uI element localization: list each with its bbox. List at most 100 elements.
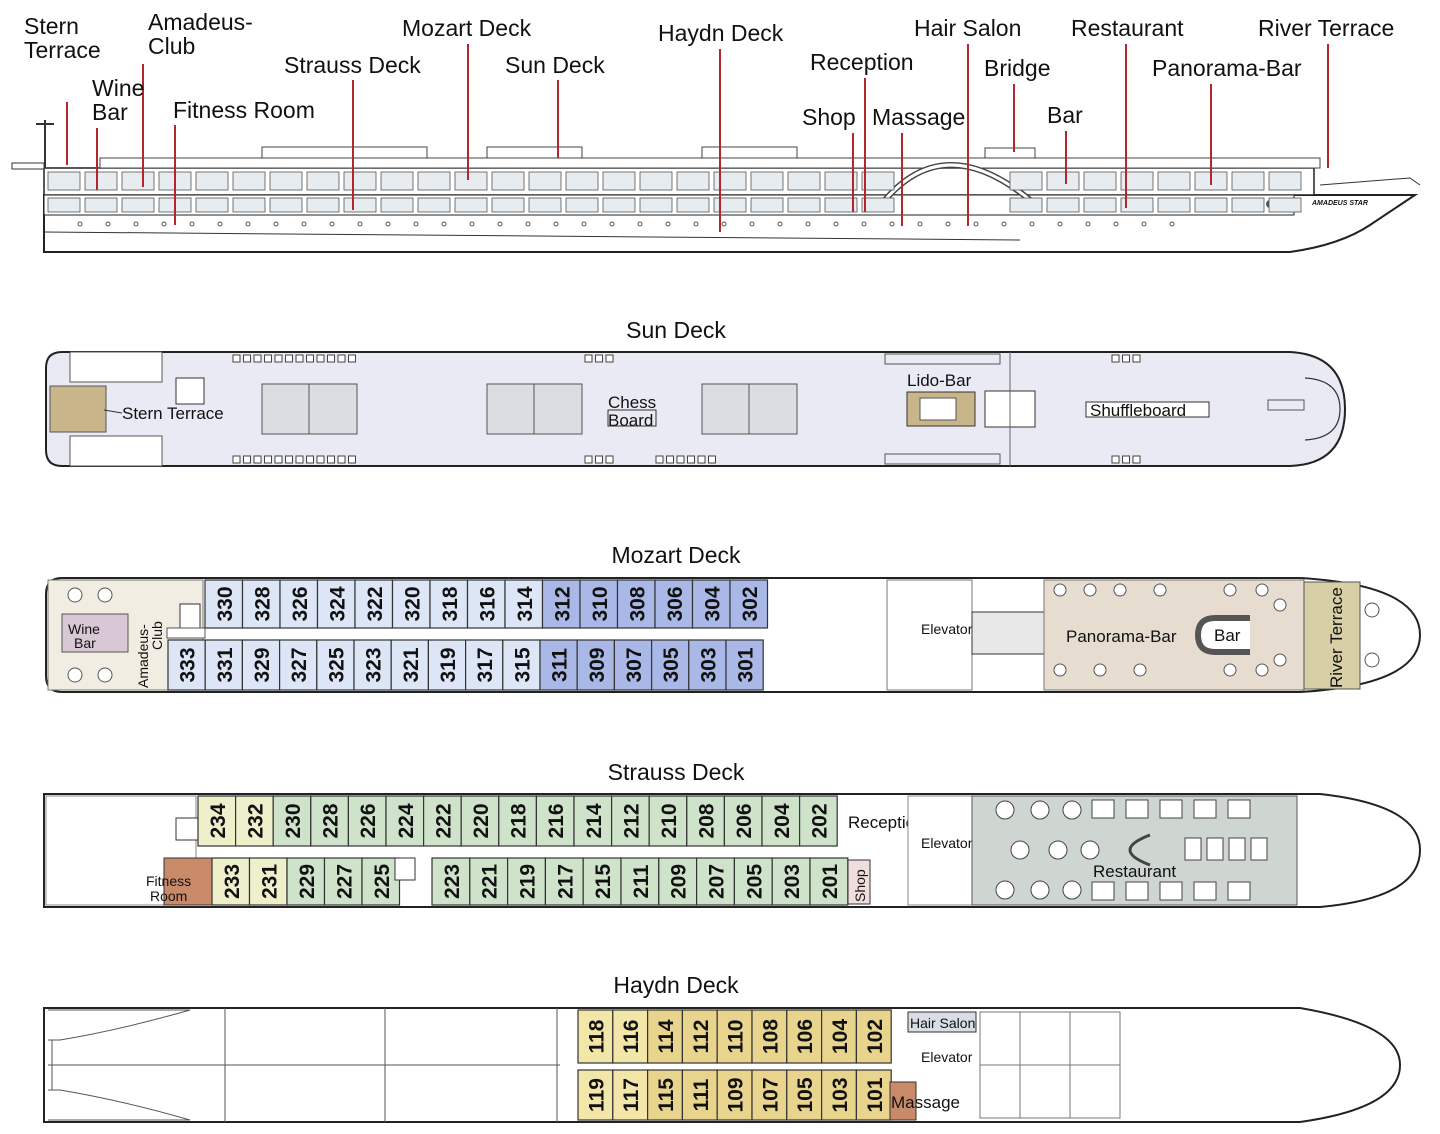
strauss-cabin-219[interactable] (507, 857, 547, 906)
cabin-number-301: 301 (735, 647, 758, 682)
sun-lounger-chair (306, 455, 314, 464)
haydn-cabin-109[interactable] (716, 1069, 753, 1121)
haydn-cabin-104[interactable] (820, 1009, 857, 1064)
side-porthole (973, 221, 979, 227)
cabin-number-302: 302 (739, 586, 762, 621)
haydn-cabin-108[interactable] (751, 1009, 788, 1064)
strauss-cabin-229[interactable] (286, 857, 326, 906)
cabin-number-232: 232 (244, 803, 267, 838)
haydn-cabin-118[interactable] (577, 1009, 614, 1064)
side-porthole (1029, 221, 1035, 227)
river-terrace-label: River Terrace (1327, 587, 1346, 688)
mozart-cabin-310[interactable] (579, 579, 619, 629)
mozart-cabin-312[interactable] (541, 579, 581, 629)
side-porthole (245, 221, 251, 227)
mozart-cabin-321[interactable] (390, 639, 430, 691)
strauss-cabin-211[interactable] (620, 857, 660, 906)
mozart-cabin-305[interactable] (650, 639, 690, 691)
strauss-cabin-208[interactable] (686, 795, 725, 847)
cabin-number-202: 202 (808, 803, 831, 838)
mozart-cabin-307[interactable] (613, 639, 653, 691)
haydn-cabin-107[interactable] (751, 1069, 788, 1121)
haydn-cabin-119[interactable] (577, 1069, 614, 1121)
mozart-cabin-318[interactable] (429, 579, 469, 629)
strauss-cabin-206[interactable] (723, 795, 763, 847)
mozart-cabin-323[interactable] (353, 639, 392, 691)
strauss-cabin-215[interactable] (582, 857, 622, 906)
restaurant-table (1159, 799, 1183, 819)
mozart-cabin-330[interactable] (204, 579, 244, 629)
restaurant-table (1206, 837, 1224, 861)
cabin-number-221: 221 (479, 864, 502, 899)
strauss-cabin-205[interactable] (733, 857, 773, 906)
haydn-cabin-101[interactable] (855, 1069, 892, 1121)
strauss-cabin-212[interactable] (610, 795, 650, 847)
haydn-cabin-116[interactable] (612, 1009, 649, 1064)
mozart-cabin-319[interactable] (427, 639, 467, 691)
cabin-number-327: 327 (288, 647, 311, 682)
lounge-chair (1273, 598, 1287, 612)
strauss-cabin-209[interactable] (658, 857, 698, 906)
cabin-number-108: 108 (759, 1019, 782, 1054)
cabin-number-201: 201 (819, 864, 842, 899)
strauss-cabin-216[interactable] (535, 795, 575, 847)
mozart-cabin-315[interactable] (502, 639, 541, 691)
strauss-cabin-223[interactable] (431, 857, 471, 906)
strauss-cabin-231[interactable] (248, 857, 288, 906)
cabin-number-315: 315 (511, 647, 534, 682)
mozart-cabin-314[interactable] (504, 579, 544, 629)
strauss-cabin-225[interactable] (361, 857, 401, 906)
haydn-cabin-112[interactable] (681, 1009, 718, 1064)
cabin-number-230: 230 (282, 803, 305, 838)
strauss-cabin-214[interactable] (573, 795, 613, 847)
haydn-cabin-102[interactable] (855, 1009, 892, 1064)
side-porthole (1169, 221, 1175, 227)
strauss-cabin-227[interactable] (323, 857, 363, 906)
haydn-cabin-114[interactable] (646, 1009, 683, 1064)
mozart-cabin-324[interactable] (316, 579, 356, 629)
side-window (417, 197, 451, 213)
cabin-number-206: 206 (733, 803, 756, 838)
mozart-cabin-317[interactable] (465, 639, 504, 691)
restaurant-table (1080, 840, 1100, 860)
mozart-cabin-325[interactable] (316, 639, 355, 691)
strauss-cabin-230[interactable] (272, 795, 312, 847)
mozart-cabin-331[interactable] (204, 639, 243, 691)
strauss-cabin-232[interactable] (235, 795, 274, 847)
side-label-shop: Shop (802, 104, 856, 130)
haydn-cabin-105[interactable] (786, 1069, 823, 1121)
restaurant-table (1227, 799, 1251, 819)
side-window (750, 197, 784, 213)
fitness-room-label-line2: Room (150, 888, 187, 904)
restaurant-table (1125, 881, 1149, 901)
strauss-cabin-220[interactable] (460, 795, 500, 847)
haydn-cabin-111[interactable] (681, 1069, 718, 1121)
side-label-amadeus-club: Club (148, 33, 195, 59)
strauss-cabin-202[interactable] (798, 795, 838, 847)
lounge-chair (1364, 652, 1380, 668)
strauss-cabin-221[interactable] (469, 857, 509, 906)
mozart-cabin-333[interactable] (167, 639, 206, 691)
strauss-cabin-204[interactable] (761, 795, 801, 847)
mozart-cabin-326[interactable] (279, 579, 319, 629)
strauss-cabin-224[interactable] (385, 795, 425, 847)
sun-lounger-chair (676, 455, 685, 464)
haydn-cabin-115[interactable] (646, 1069, 683, 1121)
cabin-number-234: 234 (207, 803, 230, 838)
haydn-cabin-106[interactable] (786, 1009, 823, 1064)
mozart-cabin-301[interactable] (725, 639, 764, 691)
mozart-cabin-302[interactable] (729, 579, 769, 629)
amadeus-club-label-line1: Amadeus- (135, 624, 151, 688)
strauss-cabin-233[interactable] (211, 857, 251, 906)
lounge-chair (1255, 583, 1269, 597)
strauss-cabin-203[interactable] (771, 857, 811, 906)
mozart-cabin-303[interactable] (688, 639, 727, 691)
strauss-cabin-226[interactable] (347, 795, 387, 847)
mozart-cabin-328[interactable] (241, 579, 281, 629)
lounge-chair (67, 667, 83, 683)
mozart-cabin-306[interactable] (654, 579, 694, 629)
sun-lounger-chair (1111, 455, 1120, 464)
strauss-cabin-228[interactable] (310, 795, 349, 847)
side-porthole (133, 221, 139, 227)
mozart-cabin-309[interactable] (576, 639, 616, 691)
